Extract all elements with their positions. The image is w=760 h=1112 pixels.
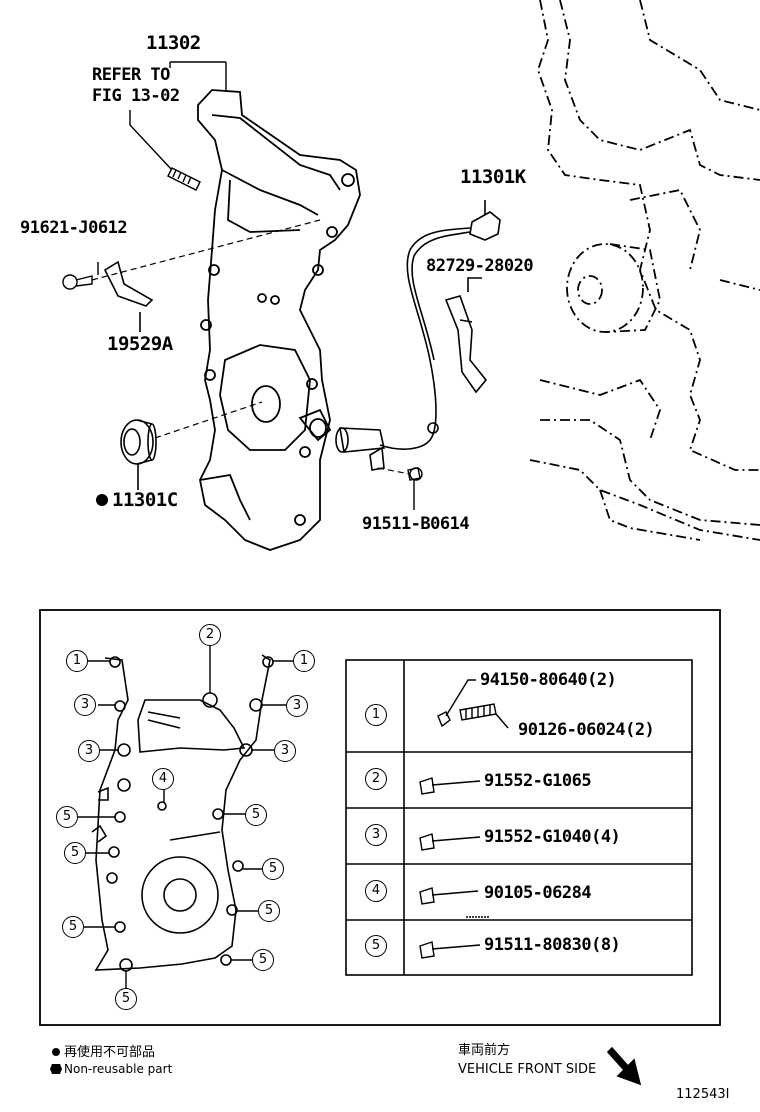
- label-refer-to: REFER TO: [92, 65, 170, 85]
- bolt-callout-3: 3: [286, 695, 308, 717]
- bolt-map-leaders: [78, 646, 293, 988]
- bolt-91511-B0614: [407, 467, 423, 510]
- stud-bolt: [167, 167, 201, 191]
- figure-id: 112543I: [676, 1087, 730, 1102]
- legend-num-3: 3: [365, 824, 387, 846]
- legend-num-5: 5: [365, 935, 387, 957]
- legend-part-94150-80640: 94150-80640(2): [480, 670, 617, 690]
- bolt-callout-3: 3: [74, 694, 96, 716]
- hex-bullet-icon: [50, 1064, 62, 1074]
- bolt-callout-5: 5: [62, 916, 84, 938]
- legend-num-2: 2: [365, 768, 387, 790]
- clamp-82729: [444, 277, 488, 394]
- label-11301K: 11301K: [460, 166, 526, 188]
- legend-num-1: 1: [365, 704, 387, 726]
- bolt-callout-3: 3: [274, 740, 296, 762]
- dashed-guide-3: [377, 467, 411, 475]
- label-11302: 11302: [146, 32, 201, 54]
- legend-part-91552-G1065: 91552-G1065: [484, 771, 592, 791]
- label-91511-B0614: 91511-B0614: [362, 514, 470, 534]
- nonreusable-bullet-icon: [52, 1048, 60, 1056]
- sensor-cable-11301K: [335, 200, 501, 471]
- bolt-callout-5: 5: [245, 804, 267, 826]
- bolt-callout-3: 3: [78, 740, 100, 762]
- legend-table-grid: [345, 659, 693, 976]
- legend-part-90105-06284: 90105-06284: [484, 883, 592, 903]
- nonreusable-label-jp: 再使用不可部品: [64, 1045, 156, 1060]
- water-pump-pulley: [566, 243, 661, 333]
- vehicle-front-label-jp: 車両前方: [458, 1043, 511, 1058]
- bolt-91621: [62, 262, 99, 290]
- bolt-callout-2: 2: [199, 624, 221, 646]
- bolt-callout-5: 5: [252, 949, 274, 971]
- bolt-map-cover: [94, 654, 271, 971]
- bracket-19529A: [103, 260, 154, 332]
- legend-part-90126-06024: 90126-06024(2): [518, 720, 655, 740]
- oil-seal-11301C: [120, 419, 157, 490]
- bolt-map-frame: [39, 609, 721, 1026]
- leader-11302: [129, 61, 227, 171]
- bolt-callout-5: 5: [115, 988, 137, 1010]
- nonreusable-bullet-11301C-icon: [96, 494, 108, 506]
- label-19529A: 19529A: [107, 333, 173, 355]
- label-82729-28020: 82729-28020: [426, 256, 534, 276]
- engine-block-outline: [529, 0, 760, 541]
- label-91621-J0612: 91621-J0612: [20, 218, 128, 238]
- legend-part-91552-G1040: 91552-G1040(4): [484, 827, 621, 847]
- bolt-map-holes: [91, 656, 274, 972]
- bolt-callout-1: 1: [293, 650, 315, 672]
- legend-num-4: 4: [365, 880, 387, 902]
- bolt-callout-5: 5: [262, 858, 284, 880]
- bolt-callout-5: 5: [64, 842, 86, 864]
- bolt-callout-1: 1: [66, 650, 88, 672]
- label-11301C: 11301C: [112, 489, 178, 511]
- nonreusable-label-en: Non-reusable part: [64, 1062, 173, 1076]
- vehicle-front-label-en: VEHICLE FRONT SIDE: [458, 1062, 597, 1077]
- legend-bolt-icons: [419, 679, 509, 959]
- vehicle-front-arrow-icon: [606, 1046, 642, 1086]
- bolt-callout-4: 4: [152, 768, 174, 790]
- bolt-callout-5: 5: [56, 806, 78, 828]
- bolt-callout-5: 5: [258, 900, 280, 922]
- timing-cover: [197, 89, 361, 551]
- legend-part-91511-80830: 91511-80830(8): [484, 935, 621, 955]
- label-fig: FIG 13-02: [92, 86, 180, 106]
- dashed-guide-2: [154, 401, 263, 439]
